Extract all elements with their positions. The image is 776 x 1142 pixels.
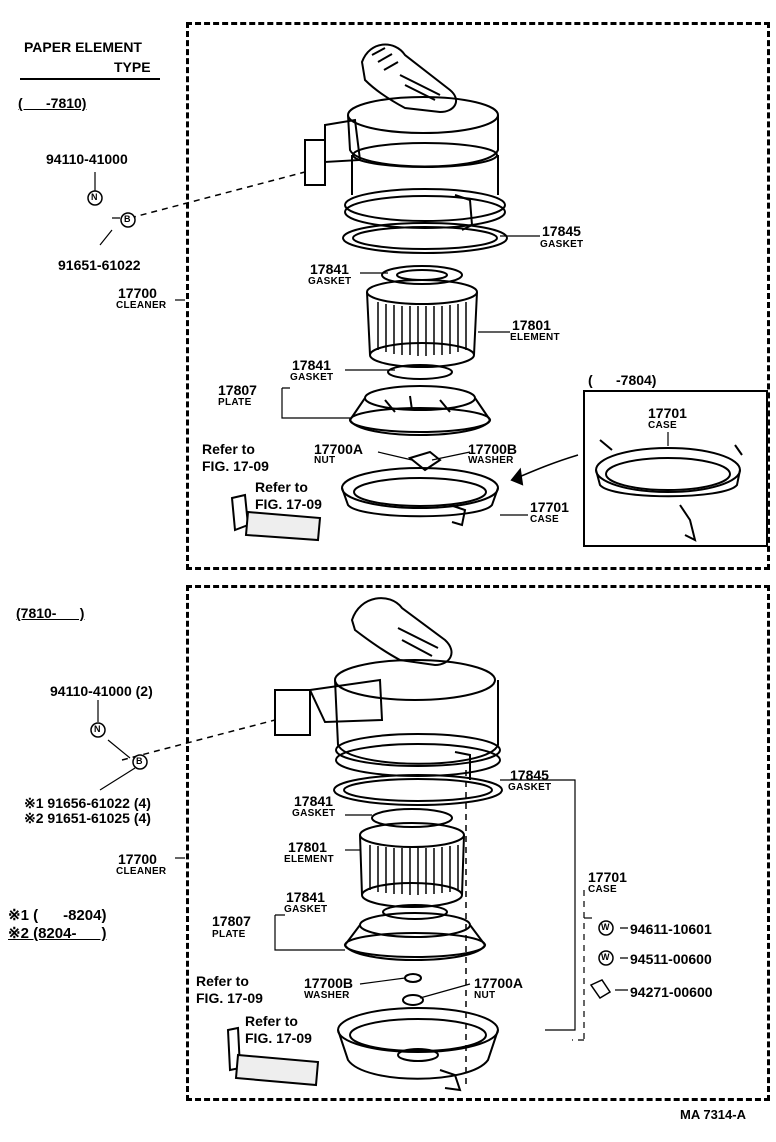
top-gasket-lower-num: 17841 xyxy=(292,357,331,373)
bottom-washer-bolt1: ※1 91656-61022 (4) xyxy=(24,795,151,811)
title-line2: TYPE xyxy=(114,59,151,75)
top-bolt-part: 94110-41000 xyxy=(46,151,128,167)
bottom-nut-symbol-n: N xyxy=(94,724,101,734)
inset-case xyxy=(595,439,743,542)
bottom-range: (7810- ) xyxy=(16,605,85,621)
bottom-intake-hose xyxy=(350,597,453,667)
inset-frame xyxy=(583,390,768,547)
bottom-refer1-b: FIG. 17-09 xyxy=(196,990,263,1006)
bottom-nut-name: NUT xyxy=(474,990,496,1001)
bottom-washer-num: 17700B xyxy=(304,975,354,991)
footer-code: MA 7314-A xyxy=(680,1107,746,1122)
top-refer1-b: FIG. 17-09 xyxy=(202,458,269,474)
bottom-dashed-bolt-line xyxy=(121,719,276,761)
bottom-refer2-a: Refer to xyxy=(245,1013,298,1029)
top-washer-bolt-part: 91651-61022 xyxy=(58,257,141,273)
w-symbol-b: W xyxy=(601,952,610,962)
bottom-element-name: ELEMENT xyxy=(284,854,334,865)
bottom-case-17701 xyxy=(337,1007,499,1092)
top-refer2-a: Refer to xyxy=(255,479,308,495)
top-nut-name: NUT xyxy=(314,455,336,466)
top-nut-washer xyxy=(407,450,442,472)
top-plate-name: PLATE xyxy=(218,397,252,408)
top-assembly-frame xyxy=(186,22,770,570)
bottom-gasket-lower-name: GASKET xyxy=(284,904,328,915)
top-washer-name: WASHER xyxy=(468,455,514,466)
top-element-num: 17801 xyxy=(512,317,551,333)
title-line1: PAPER ELEMENT xyxy=(24,39,142,55)
bottom-case-num: 17701 xyxy=(588,869,627,885)
top-element-name: ELEMENT xyxy=(510,332,560,343)
top-case-num: 17701 xyxy=(530,499,569,515)
bottom-element-num: 17801 xyxy=(288,839,327,855)
top-plate-17807 xyxy=(348,385,492,436)
top-plate-num: 17807 xyxy=(218,382,257,398)
bottom-cleaner-name: CLEANER xyxy=(116,866,167,877)
bottom-case-name: CASE xyxy=(588,884,617,895)
top-washer-num: 17700B xyxy=(468,441,518,457)
inset-case-name: CASE xyxy=(648,420,677,431)
top-cleaner-name: CLEANER xyxy=(116,300,167,311)
top-gasket-17845 xyxy=(342,222,508,254)
bottom-plate-num: 17807 xyxy=(212,913,251,929)
top-gasket-upper-name: GASKET xyxy=(308,276,352,287)
top-nut-num: 17700A xyxy=(314,441,364,457)
top-element-17801 xyxy=(366,279,478,368)
top-bolt-symbol-b: B xyxy=(124,214,131,224)
inset-range: ( -7804) xyxy=(588,372,657,388)
bottom-washer-name: WASHER xyxy=(304,990,350,1001)
top-gasket-upper-num: 17841 xyxy=(310,261,349,277)
bottom-part-a: 94611-10601 xyxy=(630,921,712,937)
bottom-cleaner-num: 17700 xyxy=(118,851,157,867)
bottom-part-b: 94511-00600 xyxy=(630,951,712,967)
inset-case-num: 17701 xyxy=(648,405,687,421)
bottom-gasket-outer-name: GASKET xyxy=(508,782,552,793)
top-gasket-lower-name: GASKET xyxy=(290,372,334,383)
top-gasket-17841-lower xyxy=(387,364,453,380)
bottom-washer-bolt2: ※2 91651-61025 (4) xyxy=(24,810,151,826)
bottom-element-17801 xyxy=(359,822,465,908)
top-refer1-a: Refer to xyxy=(202,441,255,457)
bottom-plate-name: PLATE xyxy=(212,929,246,940)
top-cleaner-num: 17700 xyxy=(118,285,157,301)
top-refer2-b: FIG. 17-09 xyxy=(255,496,322,512)
top-nut-symbol-n: N xyxy=(91,192,98,202)
title-underline xyxy=(20,78,160,80)
top-dashed-bolt-line xyxy=(129,171,306,219)
bottom-refer2-b: FIG. 17-09 xyxy=(245,1030,312,1046)
top-gasket-outer-num: 17845 xyxy=(542,223,581,239)
bottom-bolt-part: 94110-41000 (2) xyxy=(50,683,153,699)
bottom-gasket-17845 xyxy=(333,774,503,806)
bottom-clamp-refer xyxy=(226,1026,320,1087)
bottom-gasket-lower-num: 17841 xyxy=(286,889,325,905)
bottom-part-c: 94271-00600 xyxy=(630,984,713,1000)
top-gasket-outer-name: GASKET xyxy=(540,239,584,250)
bottom-refer1-a: Refer to xyxy=(196,973,249,989)
bottom-gasket-upper-num: 17841 xyxy=(294,793,333,809)
bottom-gasket-17841-lower xyxy=(382,904,448,920)
top-range: ( -7810) xyxy=(18,95,87,111)
bottom-nut-num: 17700A xyxy=(474,975,524,991)
top-case-17701 xyxy=(341,467,499,527)
bottom-assembly-frame xyxy=(186,585,770,1101)
bottom-note2: ※2 (8204- ) xyxy=(8,925,107,942)
bottom-bolt-symbol-b: B xyxy=(136,756,143,766)
top-case-name: CASE xyxy=(530,514,559,525)
bottom-gasket-outer-num: 17845 xyxy=(510,767,549,783)
w-symbol-a: W xyxy=(601,922,610,932)
bottom-gasket-17841-upper xyxy=(371,808,453,828)
bottom-note1: ※1 ( -8204) xyxy=(8,907,107,924)
top-clamp-refer xyxy=(230,493,322,542)
bottom-gasket-upper-name: GASKET xyxy=(292,808,336,819)
bottom-plate-17807 xyxy=(343,912,487,961)
